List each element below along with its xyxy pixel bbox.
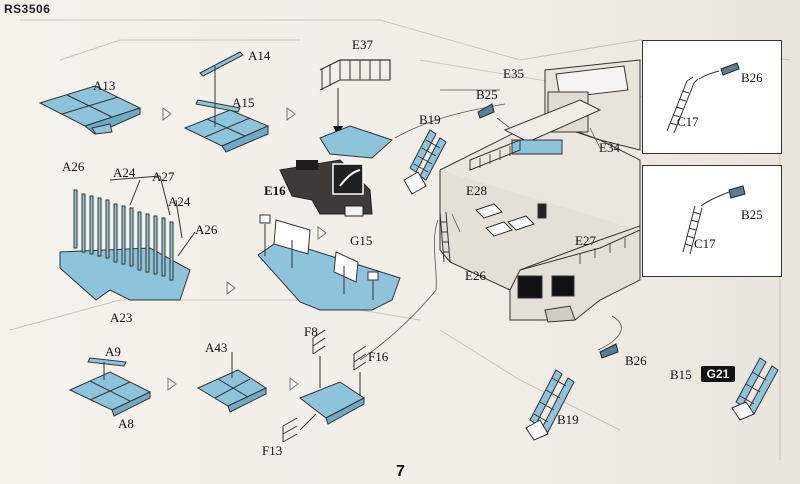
label-e27: E27 [575,233,596,248]
ladder-e26 [439,211,451,263]
step-arrow [289,377,299,391]
assembly-guidelines [359,89,622,361]
ladder-b15 [731,357,779,421]
label-e16: E16 [264,183,286,198]
label-f16: F16 [368,349,389,364]
step-arrow [226,281,236,295]
part-a14-strip [199,51,244,104]
part-e37-railing [319,59,393,159]
label-a27: A27 [152,169,175,184]
ladder-b19-bottom [525,369,575,441]
part-a8-plate [68,357,152,417]
step-arrow [167,377,177,391]
part-a15-plate [183,99,270,153]
label-e34: E34 [599,140,620,155]
part-a23-assembly [59,175,196,301]
label-a8: A8 [118,416,134,431]
inset-ladder-b25 [642,165,782,277]
label-b15: B15 [670,367,692,382]
label-e37: E37 [352,37,373,52]
g21-badge: G21 [701,366,735,382]
label-f13: F13 [262,443,283,458]
label-e35: E35 [503,66,524,81]
superstructure [439,59,641,323]
label-b25-inset: B25 [741,207,763,222]
step-arrow [286,107,296,121]
label-a14: A14 [248,48,271,63]
label-a26-mid: A26 [195,222,218,237]
label-a24-top: A24 [113,165,136,180]
part-e16 [279,159,373,217]
label-c17-mid: C17 [694,236,716,251]
part-g15-assembly [257,214,401,311]
label-c17-top: C17 [677,114,699,129]
inset-ladder-b26 [642,40,782,154]
part-b26-bottom [599,343,619,359]
part-a43-plate [196,352,268,413]
label-a26-top: A26 [62,159,85,174]
step-arrow [162,107,172,121]
label-a23: A23 [110,310,133,325]
label-b19-top: B19 [419,112,441,127]
label-f8: F8 [304,324,318,339]
page-number: 7 [396,463,405,480]
part-b25-top [477,103,495,119]
ladder-b19-top [403,129,447,195]
label-b26-inset: B26 [741,70,763,85]
inset-drawing [682,185,746,255]
label-b19-bottom: B19 [557,412,579,427]
label-b25-top: B25 [476,87,498,102]
inset-drawing [666,62,740,134]
label-e26: E26 [465,268,486,283]
label-a15: A15 [232,95,255,110]
label-b26-bottom: B26 [625,353,647,368]
sheet-code: RS3506 [4,2,51,16]
part-f16-assembly [282,329,367,443]
part-a13-plate [38,85,142,135]
label-a24-mid: A24 [168,194,191,209]
label-a43: A43 [205,340,228,355]
label-a13: A13 [93,78,116,93]
label-a9: A9 [105,344,121,359]
label-g15: G15 [350,233,373,248]
label-e28: E28 [466,183,487,198]
